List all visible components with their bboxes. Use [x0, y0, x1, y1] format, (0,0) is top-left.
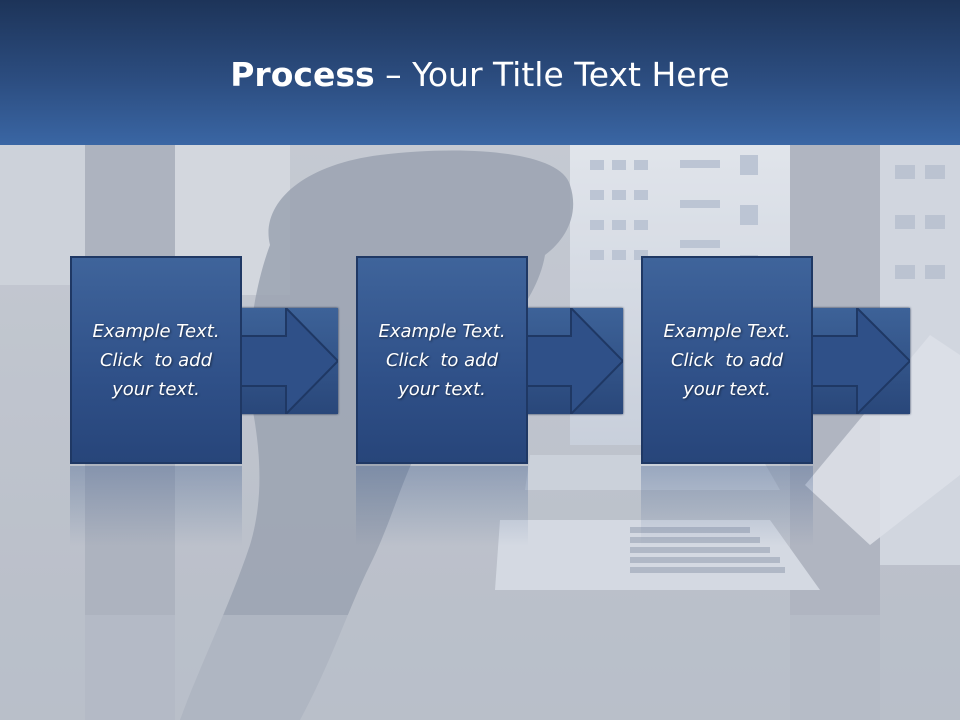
step-2-line-1: Example Text.	[378, 320, 506, 342]
step-1-line-2: Click to add	[99, 349, 212, 371]
slide-title-bold: Process	[230, 55, 375, 94]
step-3-line-2: Click to add	[670, 349, 783, 371]
step-3-text: Example Text. Click to add your text.	[663, 317, 790, 404]
step-2-text: Example Text. Click to add your text.	[378, 317, 505, 404]
step-3-line-3: your text.	[683, 378, 771, 400]
step-2-box[interactable]: Example Text. Click to add your text.	[356, 256, 528, 464]
step-3-arrow-icon	[810, 308, 910, 414]
step-3-box[interactable]: Example Text. Click to add your text.	[641, 256, 813, 464]
step-1-line-1: Example Text.	[92, 320, 220, 342]
step-1-text: Example Text. Click to add your text.	[92, 317, 219, 404]
step-2-arrow-icon	[525, 308, 623, 414]
step-2-reflection	[356, 466, 528, 546]
slide-title[interactable]: Process – Your Title Text Here	[0, 52, 960, 98]
step-1-line-3: your text.	[112, 378, 200, 400]
slide-title-rest: – Your Title Text Here	[374, 55, 730, 94]
step-1-reflection	[70, 466, 242, 546]
title-banner: Process – Your Title Text Here	[0, 0, 960, 145]
step-2-line-2: Click to add	[385, 349, 498, 371]
step-2-line-3: your text.	[398, 378, 486, 400]
step-3-reflection	[641, 466, 813, 546]
step-1-arrow-icon	[240, 308, 338, 414]
step-1-box[interactable]: Example Text. Click to add your text.	[70, 256, 242, 464]
step-3-line-1: Example Text.	[663, 320, 791, 342]
